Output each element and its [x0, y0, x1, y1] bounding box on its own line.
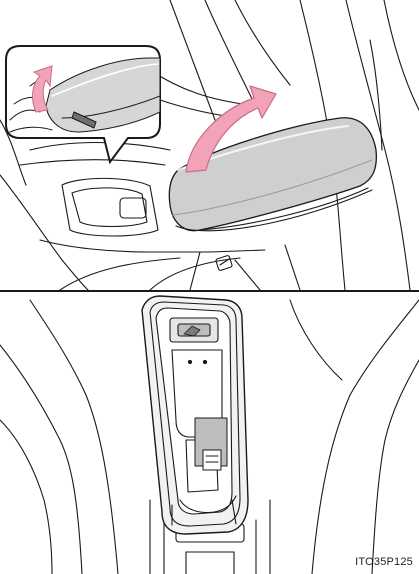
bottom-panel-armrest-open [0, 296, 419, 574]
seat-left [0, 300, 118, 574]
cup-holder [62, 178, 158, 236]
gray-placard [195, 418, 227, 470]
lid-latch [170, 318, 218, 342]
armrest-lid [169, 118, 376, 231]
top-panel-armrest-lid-opening [0, 0, 419, 290]
seat-right [290, 300, 419, 574]
figure-code: ITO35P125 [355, 556, 413, 568]
console-base [40, 240, 300, 290]
